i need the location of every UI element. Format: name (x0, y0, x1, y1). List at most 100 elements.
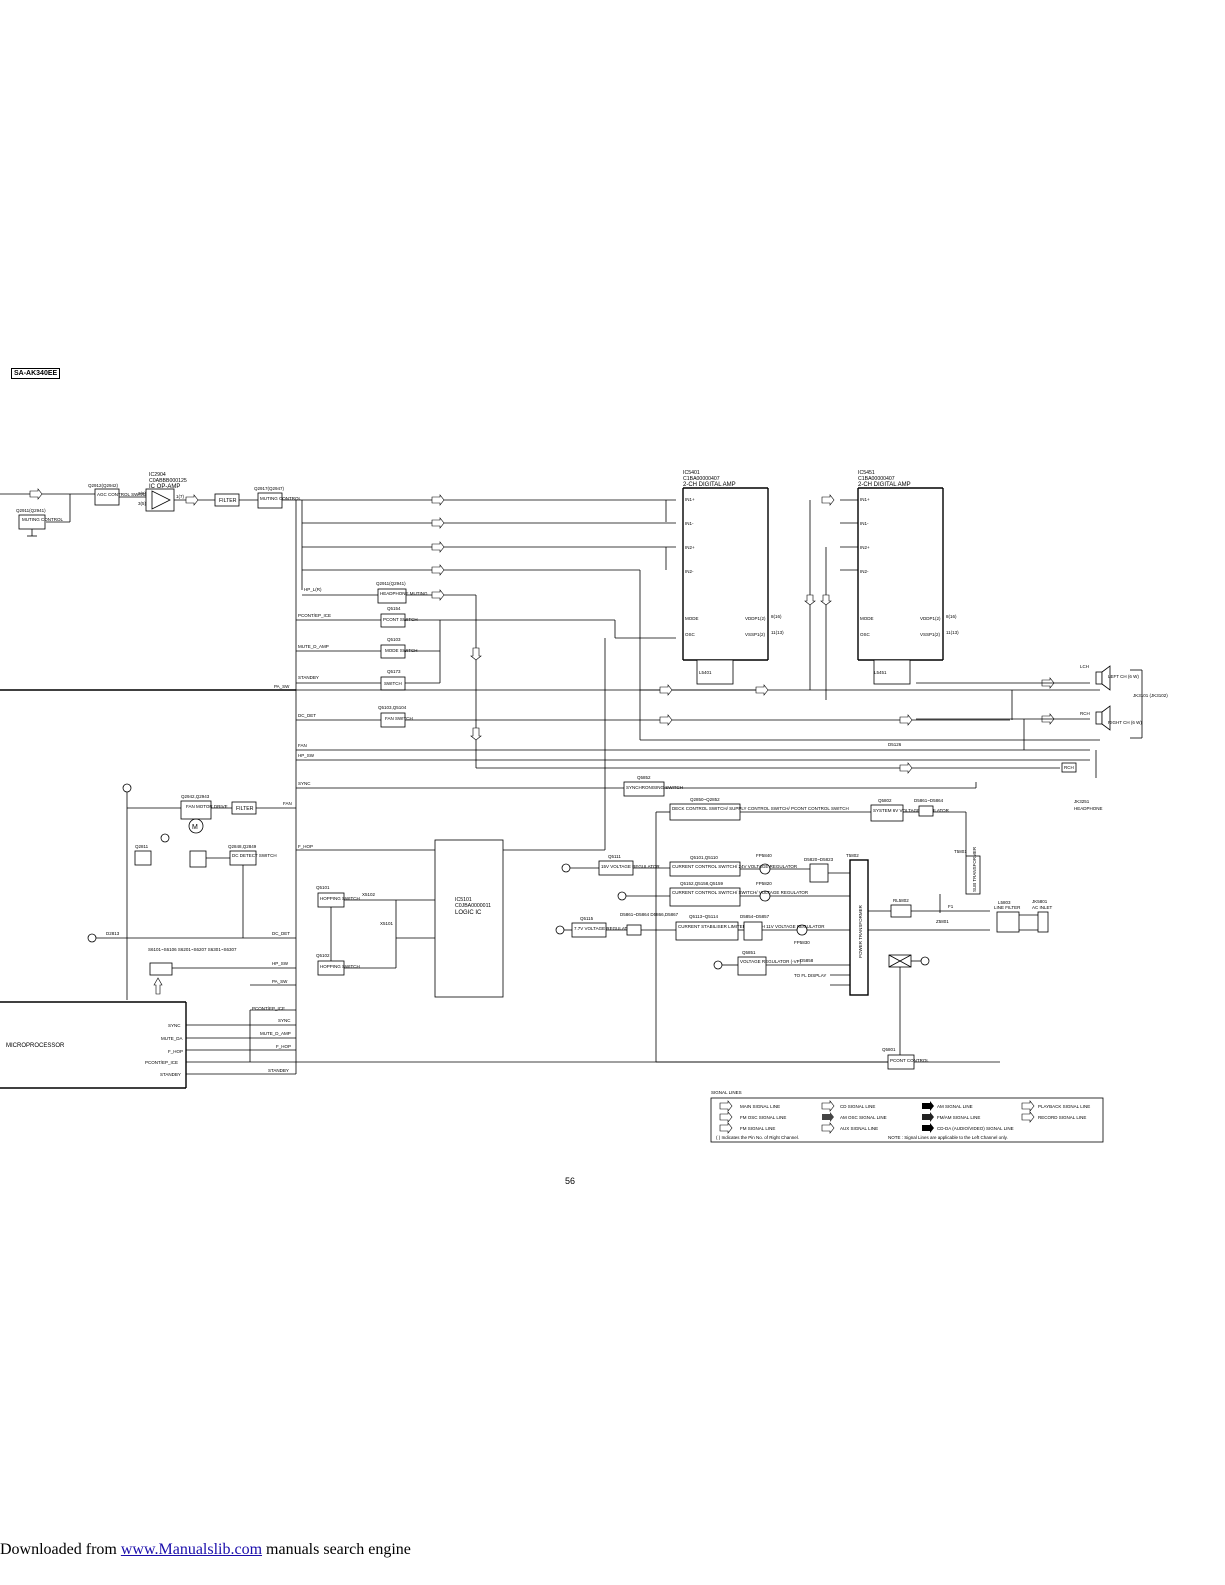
q2917-ref: Q2917(Q2947) (254, 486, 285, 491)
mcu-pin-2: F_HOP (168, 1049, 183, 1054)
q5102-ref: Q5102 (316, 953, 330, 958)
footer: Downloaded from www.Manualslib.com manua… (0, 1541, 411, 1559)
svg-text:IN1+: IN1+ (685, 497, 695, 502)
q5111-ref: Q5111 (608, 854, 621, 859)
q5103-name: MODE SWITCH (385, 648, 418, 653)
logic-ic-section: IC5101 C0JBA0000011 LOGIC IC Q5101 HOPPI… (316, 638, 606, 998)
jk5801-ref: JK5801 (1032, 899, 1048, 904)
q5852-box (623, 781, 665, 797)
q5101b-ref: Q5101 (316, 885, 330, 890)
sig-pcont-2: PCONT/EP_ICE (252, 1006, 285, 1011)
svg-text:MODE: MODE (860, 616, 874, 621)
manualslib-link[interactable]: www.Manualslib.com (120, 1541, 263, 1558)
headphone-label: HEADPHONE (1074, 806, 1103, 811)
legend-item-5: AM OSC SIGNAL LINE (840, 1115, 887, 1120)
q5101-ref: Q5101,Q5110 (690, 855, 718, 860)
mcu-pin-0: SYNC (168, 1023, 181, 1028)
ic5451-name: 2-CH DIGITAL AMP (858, 482, 911, 488)
q5154-box (380, 613, 406, 628)
q5113-box (675, 921, 739, 941)
q5154-ref: Q5154 (387, 606, 401, 611)
q5852-name: SYNCHRONISING SWITCH (626, 785, 683, 790)
svg-text:IN1-: IN1- (685, 521, 694, 526)
legend-item-3: PLAYBACK SIGNAL LINE (1038, 1104, 1090, 1109)
q2848-name: DC DETECT SWITCH (232, 853, 277, 858)
q5103b-name: FAN SWITCH (385, 716, 413, 721)
filter2-label: FILTER (236, 806, 254, 812)
svg-text:IN2+: IN2+ (685, 545, 695, 550)
page-number: 56 (565, 1176, 576, 1186)
microprocessor: MICROPROCESSOR SYNC MUTE_DA F_HOP PCONT/… (0, 500, 1000, 1089)
q5113-ref: Q5113~Q5114 (689, 914, 718, 919)
ic2904-ref: IC2904 (149, 472, 166, 478)
q2912-name: AGC CONTROL SWITCH (97, 492, 149, 497)
q2850-name: DECK CONTROL SWITCH/ SUPPLY CONTROL SWIT… (672, 806, 849, 811)
d5861b-ref: D5861~D5864 D5866,D5867 (620, 912, 679, 917)
x5102-label: X5102 (362, 892, 376, 897)
q5802-name: SYSTEM 6V VOLTAGE REGULATOR (873, 808, 950, 813)
q5101-name: CURRENT CONTROL SWITCH/ 24V VOLTAGE REGU… (672, 864, 798, 869)
l5451-label: L5451 (874, 670, 887, 675)
mcu-pin-1: MUTE_DA (161, 1036, 183, 1041)
svg-text:VDDP1(2): VDDP1(2) (920, 616, 941, 621)
ic5401-name: 2-CH DIGITAL AMP (683, 482, 736, 488)
x5101-label: X5101 (380, 921, 394, 926)
sig-dc-det-2: DC_DET (272, 931, 290, 936)
d5126-label: D5126 (888, 742, 902, 747)
d5861-ref: D5861~D5864 (914, 798, 944, 803)
l5803-box (996, 911, 1020, 933)
t5802-box (849, 859, 869, 996)
mcu-pin-3: PCONT/EP_ICE (145, 1060, 178, 1065)
q2911-name: MUTING CONTROL (22, 517, 63, 522)
power-supply: Q5852 SYNCHRONISING SWITCH Q2850~Q2852 D… (555, 775, 1053, 1070)
fan-section: Q2942,Q2943 FAN MOTOR DRIVE M FILTER FAN… (87, 783, 296, 1000)
q5801-ref: Q5801 (882, 1047, 896, 1052)
t5801-ref: T5801 (954, 849, 967, 854)
legend-title: SIGNAL LINES (711, 1090, 742, 1095)
ic2904-name: IC OP-AMP (149, 484, 180, 490)
sig-hp-sw-2: HP_SW (272, 961, 289, 966)
ic5101-part: C0JBA0000011 (455, 903, 491, 909)
control-switches: PCONT/EP_ICE Q5154 PCONT SWITCH MUTE_D_A… (0, 606, 1090, 789)
svg-text:RCH: RCH (1064, 765, 1074, 770)
svg-text:VSSP1(2): VSSP1(2) (920, 632, 941, 637)
svg-text:IN2+: IN2+ (860, 545, 870, 550)
l5803-ref: L5803 (998, 900, 1011, 905)
footer-suffix: manuals search engine (262, 1541, 411, 1558)
ic5451: IC5451 C1BA00000407 2-CH DIGITAL AMP IN1… (804, 470, 959, 700)
legend-item-6: FM/AM SIGNAL LINE (937, 1115, 980, 1120)
sig-fan-2: FAN (283, 801, 292, 806)
legend-note-left: ( ) Indicates the Pin No. of Right Chann… (716, 1135, 799, 1140)
svg-text:8(16): 8(16) (771, 614, 782, 619)
sig-fhop-2: F_HOP (276, 1044, 291, 1049)
input-section: Q2911(Q2941) MUTING CONTROL Q2912(Q2942)… (0, 472, 676, 537)
svg-text:OSC: OSC (860, 632, 871, 637)
svg-text:8(16): 8(16) (946, 614, 957, 619)
ic5451-part: C1BA00000407 (858, 476, 895, 482)
t5801-name: SUB TRANSFORMER (972, 846, 977, 892)
sig-sync: SYNC (298, 781, 311, 786)
l5401-label: L5401 (699, 670, 712, 675)
legend-item-1: CD SIGNAL LINE (840, 1104, 875, 1109)
q5801-name: PCONT CONTROL (890, 1058, 929, 1063)
svg-text:2(6): 2(6) (138, 491, 147, 496)
legend-item-0: MAIN SIGNAL LINE (740, 1104, 780, 1109)
filter1-label: FILTER (219, 498, 237, 504)
q5103-box (380, 644, 406, 659)
l5803-name: LINE FILTER (994, 905, 1021, 910)
q5115-ref: Q5115 (580, 916, 594, 921)
q5152-ref: Q5152,Q5158,Q5159 (680, 881, 724, 886)
q5101b-name: HOPPING SWITCH (320, 896, 360, 901)
ic5451-ref: IC5451 (858, 470, 875, 476)
q2850-ref: Q2850~Q2852 (690, 797, 720, 802)
q2811-ref: Q2811 (135, 844, 149, 849)
q2912-ref: Q2912(Q2942) (88, 483, 119, 488)
legend-item-8: FM SIGNAL LINE (740, 1126, 775, 1131)
legend-item-7: RECORD SIGNAL LINE (1038, 1115, 1086, 1120)
model-tag: SA-AK340EE (11, 368, 61, 379)
footer-prefix: Downloaded from (0, 1541, 121, 1558)
svg-text:IN2-: IN2- (860, 569, 869, 574)
q5851-ref: Q5851 (742, 950, 756, 955)
svg-text:11(13): 11(13) (771, 630, 784, 635)
